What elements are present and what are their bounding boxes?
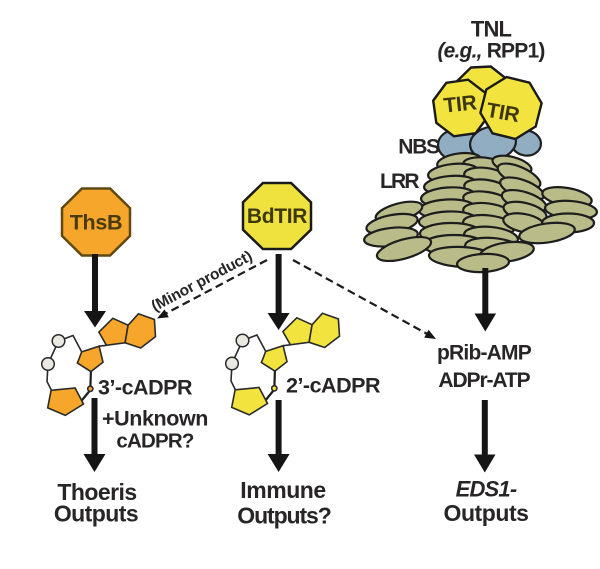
svg-text:ThsB: ThsB [70, 211, 123, 235]
svg-text:Immune: Immune [240, 477, 325, 503]
svg-text:TNL: TNL [471, 17, 512, 42]
svg-text:+Unknown: +Unknown [102, 407, 208, 431]
svg-text:TIR: TIR [442, 91, 477, 117]
svg-text:LRR: LRR [380, 170, 419, 193]
svg-text:(e.g., RPP1): (e.g., RPP1) [437, 40, 544, 63]
svg-text:Thoeris: Thoeris [57, 479, 136, 505]
svg-text:Outputs: Outputs [54, 501, 138, 527]
svg-text:EDS1-: EDS1- [456, 477, 517, 502]
svg-text:3’-cADPR: 3’-cADPR [98, 376, 193, 400]
svg-text:BdTIR: BdTIR [247, 205, 307, 228]
svg-text:ADPr-ATP: ADPr-ATP [438, 369, 530, 392]
svg-text:Outputs: Outputs [444, 500, 529, 526]
svg-text:2’-cADPR: 2’-cADPR [286, 374, 381, 398]
svg-text:pRib-AMP: pRib-AMP [437, 342, 532, 365]
svg-text:Outputs?: Outputs? [237, 503, 330, 529]
svg-text:NBS: NBS [398, 136, 440, 159]
svg-text:TIR: TIR [485, 99, 522, 127]
svg-text:cADPR?: cADPR? [116, 430, 193, 453]
